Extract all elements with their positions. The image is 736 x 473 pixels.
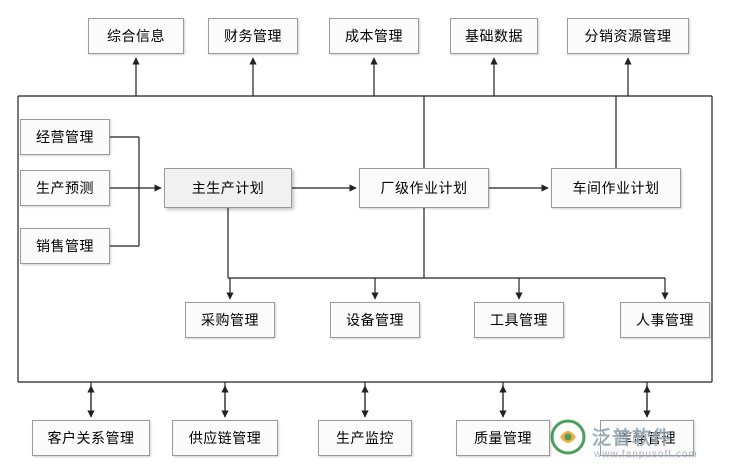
node-renshiguanli[interactable]: 人事管理 [620,302,710,338]
node-changjizuoyejihua[interactable]: 厂级作业计划 [359,168,489,208]
node-zonghexinxi[interactable]: 综合信息 [88,18,184,54]
node-kucunguanli[interactable]: 库存管理 [600,420,694,456]
node-gongjuguanli[interactable]: 工具管理 [474,302,564,338]
node-shengchanjiankong[interactable]: 生产监控 [318,420,412,456]
node-zhiliangguanli[interactable]: 质量管理 [456,420,550,456]
node-xiaoshouguanli[interactable]: 销售管理 [20,228,110,264]
node-jingyingguanli[interactable]: 经营管理 [20,119,110,155]
node-kehuguanxiguanli[interactable]: 客户关系管理 [32,420,150,456]
node-zhushengchanjihua[interactable]: 主生产计划 [164,168,292,208]
node-gongyinglianguanli[interactable]: 供应链管理 [172,420,278,456]
node-chejianzuoyejihua[interactable]: 车间作业计划 [551,168,681,208]
node-shebeiguanli[interactable]: 设备管理 [330,302,420,338]
node-shengchanyuce[interactable]: 生产预测 [20,170,110,206]
node-caiwuguanli[interactable]: 财务管理 [208,18,298,54]
node-fenxiaoziyuanguanli[interactable]: 分销资源管理 [567,18,689,54]
node-caigouguanli[interactable]: 采购管理 [185,302,275,338]
node-jichushuju[interactable]: 基础数据 [450,18,538,54]
node-chengbenguanli[interactable]: 成本管理 [329,18,419,54]
